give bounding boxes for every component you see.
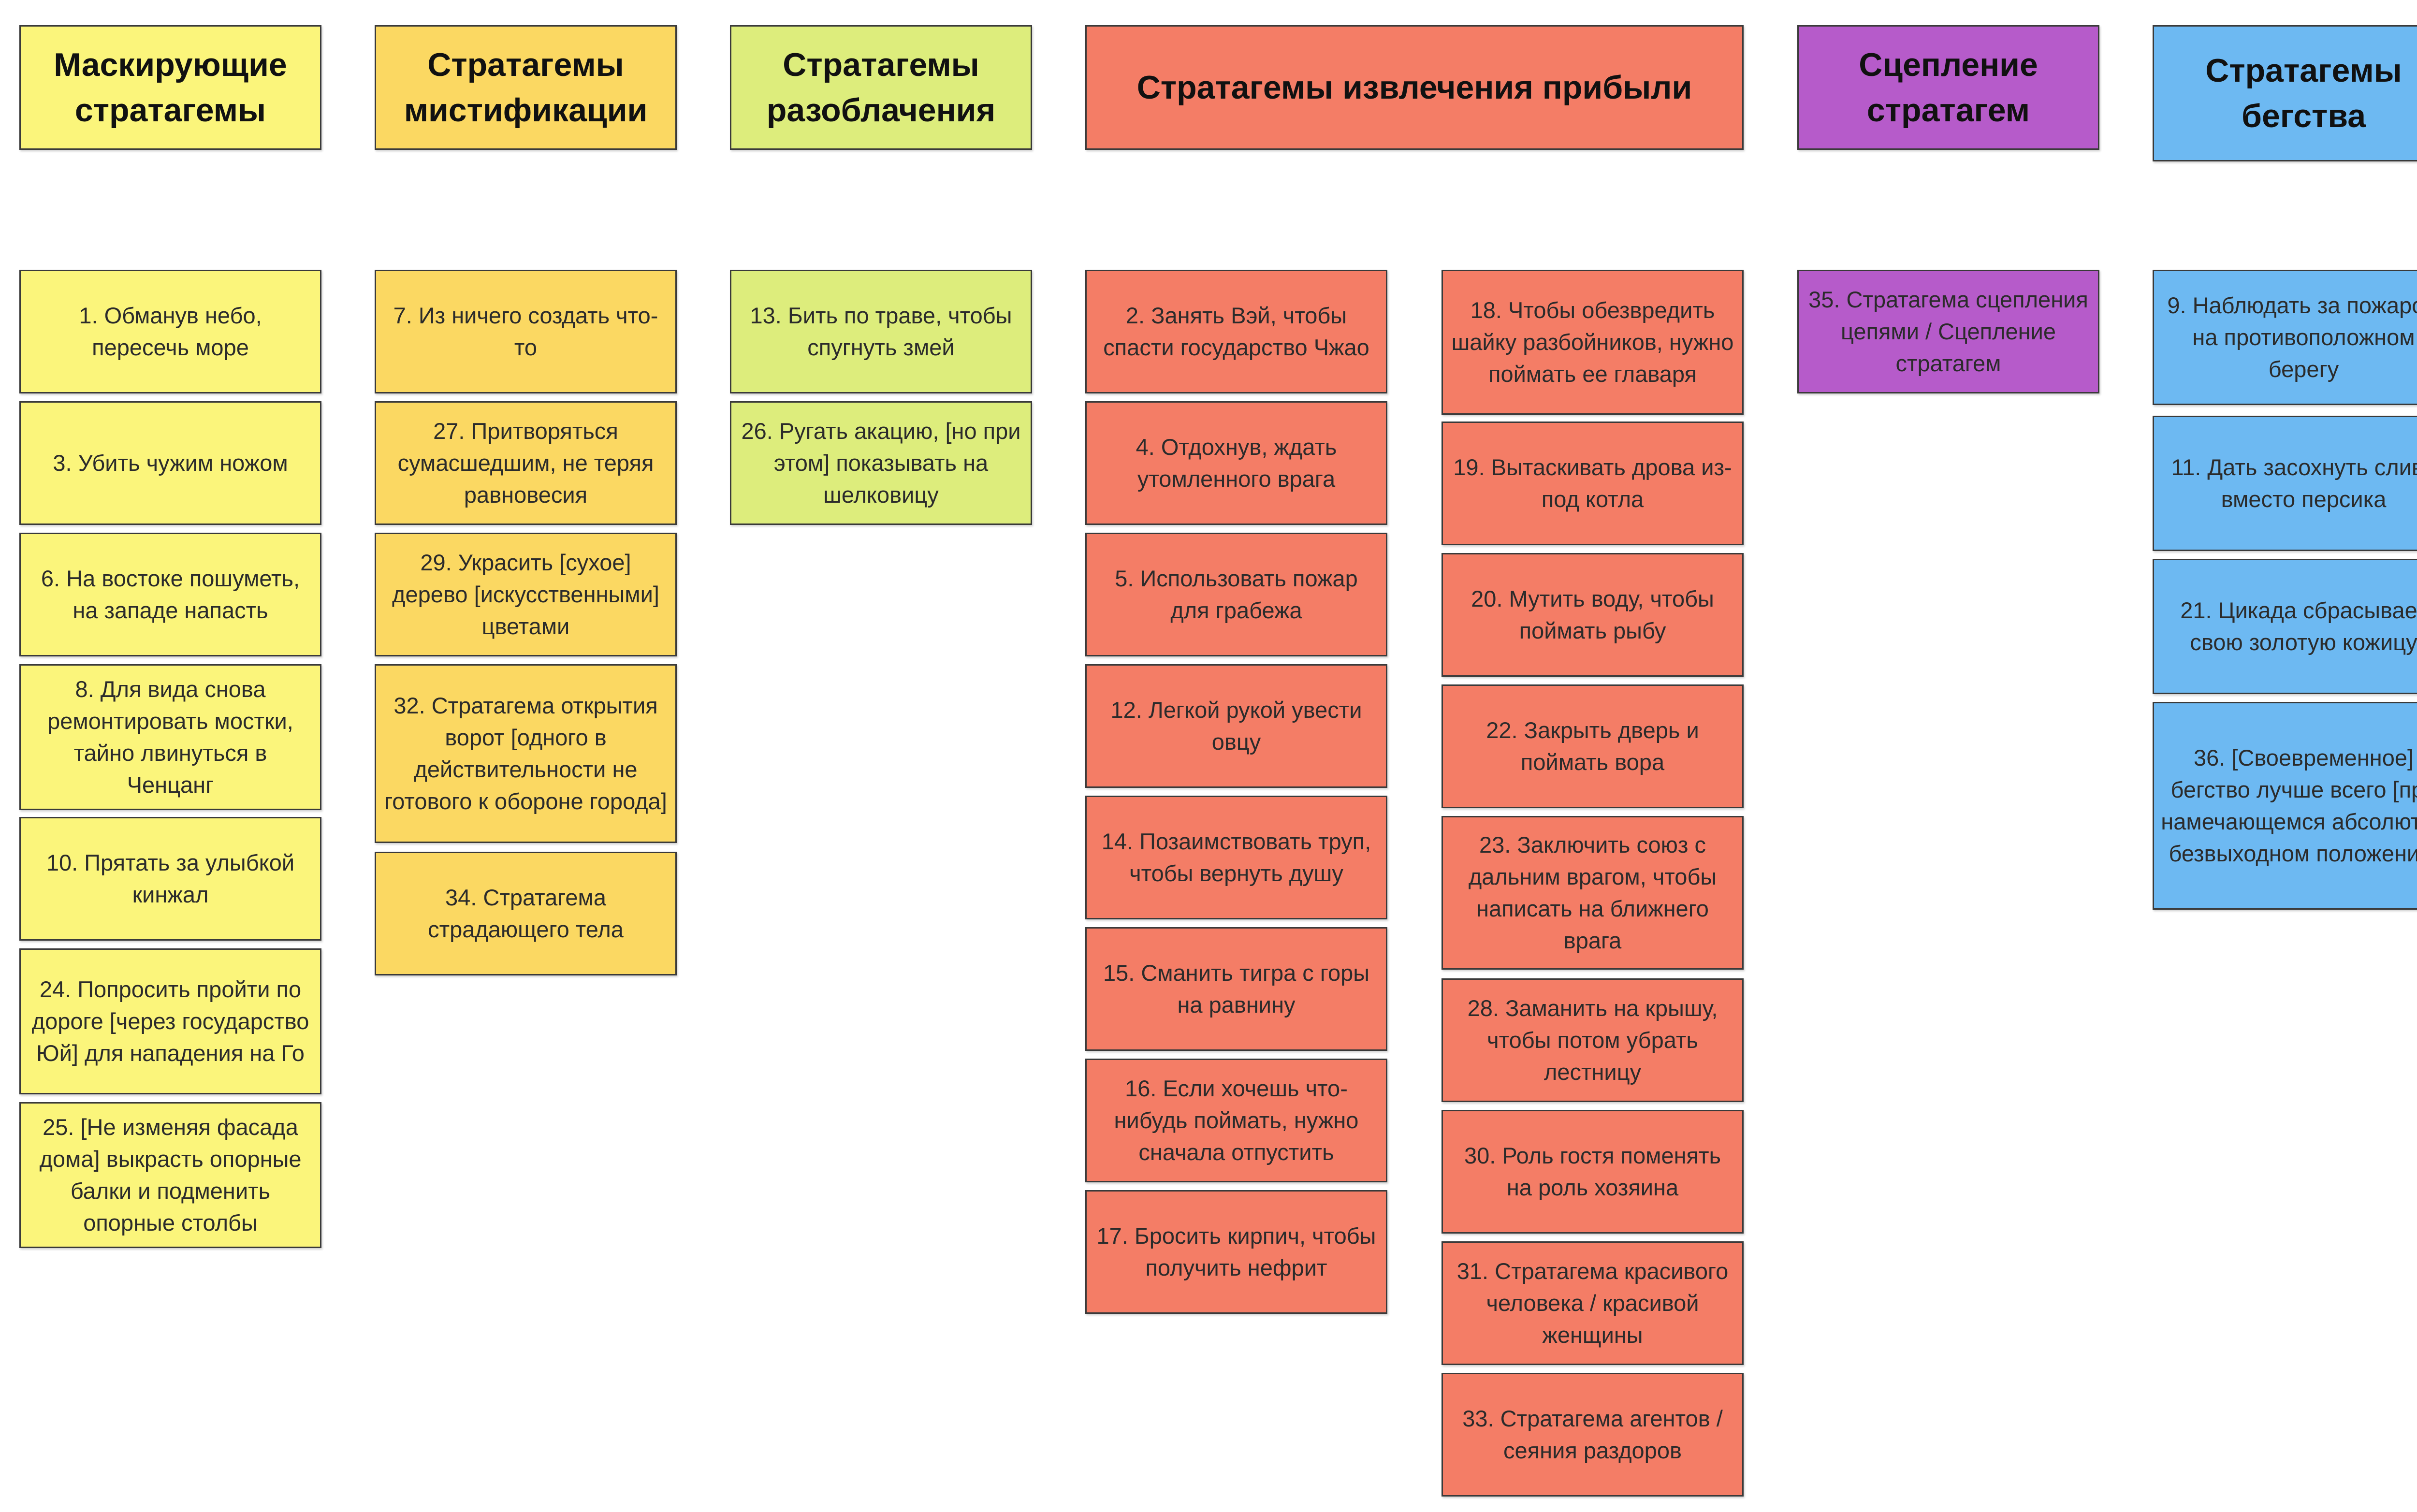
- sticky-note[interactable]: 28. Заманить на крышу, чтобы потом убрат…: [1441, 978, 1744, 1102]
- header-label: Сцепление стратагем: [1859, 46, 2038, 129]
- note-text: 16. Если хочешь что-нибудь поймать, нужн…: [1114, 1076, 1359, 1165]
- note-text: 3. Убить чужим ножом: [53, 450, 288, 476]
- sticky-note[interactable]: 30. Роль гостя поменять на роль хозяина: [1441, 1110, 1744, 1234]
- note-text: 21. Цикада сбрасывает свою золотую кожиц…: [2180, 597, 2417, 655]
- sticky-note[interactable]: 1. Обманув небо, пересечь море: [19, 270, 321, 393]
- header-label: Стратагемы мистификации: [404, 46, 648, 129]
- sticky-note[interactable]: 7. Из ничего создать что-то: [375, 270, 677, 393]
- note-text: 29. Украсить [сухое] дерево [искусственн…: [392, 550, 659, 639]
- note-text: 25. [Не изменяя фасада дома] выкрасть оп…: [39, 1114, 302, 1236]
- sticky-note[interactable]: 13. Бить по траве, чтобы спугнуть змей: [730, 270, 1032, 393]
- sticky-note[interactable]: 4. Отдохнув, ждать утомленного врага: [1085, 401, 1387, 525]
- note-text: 34. Стратагема страдающего тела: [428, 885, 624, 942]
- note-text: 12. Легкой рукой увести овцу: [1110, 697, 1362, 755]
- sticky-note[interactable]: 22. Закрыть дверь и поймать вора: [1441, 684, 1744, 808]
- sticky-note[interactable]: 29. Украсить [сухое] дерево [искусственн…: [375, 533, 677, 656]
- sticky-note[interactable]: 26. Ругать акацию, [но при этом] показыв…: [730, 401, 1032, 525]
- header-masking[interactable]: Маскирующие стратагемы: [19, 25, 321, 150]
- note-text: 9. Наблюдать за пожаром на противоположн…: [2167, 292, 2417, 382]
- sticky-note[interactable]: 3. Убить чужим ножом: [19, 401, 321, 525]
- sticky-note[interactable]: 35. Стратагема сцепления цепями / Сцепле…: [1797, 270, 2099, 393]
- note-text: 6. На востоке пошуметь, на западе напаст…: [41, 566, 300, 623]
- sticky-note[interactable]: 14. Позаимствовать труп, чтобы вернуть д…: [1085, 796, 1387, 919]
- note-text: 2. Занять Вэй, чтобы спасти государство …: [1103, 303, 1369, 360]
- note-text: 17. Бросить кирпич, чтобы получить нефри…: [1096, 1223, 1376, 1280]
- note-text: 32. Стратагема открытия ворот [одного в …: [384, 693, 667, 814]
- sticky-note[interactable]: 27. Притворяться сумасшедшим, не теряя р…: [375, 401, 677, 525]
- sticky-note[interactable]: 33. Стратагема агентов / сеяния раздоров: [1441, 1373, 1744, 1497]
- header-profit[interactable]: Стратагемы извлечения прибыли: [1085, 25, 1744, 150]
- header-label: Стратагемы извлечения прибыли: [1136, 69, 1692, 106]
- sticky-note[interactable]: 17. Бросить кирпич, чтобы получить нефри…: [1085, 1190, 1387, 1314]
- note-text: 7. Из ничего создать что-то: [393, 303, 658, 360]
- sticky-note[interactable]: 32. Стратагема открытия ворот [одного в …: [375, 664, 677, 843]
- note-text: 35. Стратагема сцепления цепями / Сцепле…: [1808, 287, 2088, 376]
- sticky-note[interactable]: 34. Стратагема страдающего тела: [375, 852, 677, 975]
- note-text: 33. Стратагема агентов / сеяния раздоров: [1462, 1406, 1723, 1463]
- note-text: 26. Ругать акацию, [но при этом] показыв…: [741, 418, 1021, 508]
- note-text: 4. Отдохнув, ждать утомленного врага: [1136, 434, 1337, 492]
- header-escape[interactable]: Стратагемы бегства: [2153, 25, 2417, 161]
- note-text: 24. Попросить пройти по дороге [через го…: [31, 976, 309, 1066]
- sticky-note[interactable]: 8. Для вида снова ремонтировать мостки, …: [19, 664, 321, 810]
- note-text: 22. Закрыть дверь и поймать вора: [1486, 717, 1699, 775]
- header-mystification[interactable]: Стратагемы мистификации: [375, 25, 677, 150]
- note-text: 15. Сманить тигра с горы на равнину: [1103, 960, 1370, 1018]
- sticky-note[interactable]: 12. Легкой рукой увести овцу: [1085, 664, 1387, 788]
- note-text: 36. [Своевременное] бегство лучше всего …: [2161, 745, 2417, 866]
- note-text: 18. Чтобы обезвредить шайку разбойников,…: [1451, 297, 1734, 387]
- note-text: 13. Бить по траве, чтобы спугнуть змей: [750, 303, 1012, 360]
- header-label: Маскирующие стратагемы: [54, 46, 287, 129]
- note-text: 10. Прятать за улыбкой кинжал: [46, 850, 295, 907]
- note-text: 28. Заманить на крышу, чтобы потом убрат…: [1467, 995, 1718, 1085]
- sticky-note[interactable]: 5. Использовать пожар для грабежа: [1085, 533, 1387, 656]
- sticky-note[interactable]: 36. [Своевременное] бегство лучше всего …: [2153, 702, 2417, 910]
- note-text: 11. Дать засохнуть сливе вместо персика: [2171, 454, 2417, 512]
- sticky-note[interactable]: 10. Прятать за улыбкой кинжал: [19, 817, 321, 941]
- sticky-note[interactable]: 19. Вытаскивать дрова из-под котла: [1441, 422, 1744, 545]
- note-text: 1. Обманув небо, пересечь море: [79, 303, 262, 360]
- sticky-note[interactable]: 20. Мутить воду, чтобы поймать рыбу: [1441, 553, 1744, 677]
- note-text: 30. Роль гостя поменять на роль хозяина: [1464, 1143, 1721, 1200]
- sticky-note[interactable]: 9. Наблюдать за пожаром на противоположн…: [2153, 270, 2417, 405]
- header-linking[interactable]: Сцепление стратагем: [1797, 25, 2099, 150]
- sticky-note[interactable]: 18. Чтобы обезвредить шайку разбойников,…: [1441, 270, 1744, 415]
- header-label: Стратагемы бегства: [2205, 52, 2402, 134]
- note-text: 8. Для вида снова ремонтировать мостки, …: [47, 676, 293, 798]
- sticky-note[interactable]: 31. Стратагема красивого человека / крас…: [1441, 1241, 1744, 1365]
- note-text: 14. Позаимствовать труп, чтобы вернуть д…: [1101, 829, 1371, 886]
- note-text: 5. Использовать пожар для грабежа: [1115, 566, 1358, 623]
- sticky-note[interactable]: 15. Сманить тигра с горы на равнину: [1085, 927, 1387, 1051]
- note-text: 31. Стратагема красивого человека / крас…: [1456, 1258, 1729, 1348]
- sticky-note[interactable]: 24. Попросить пройти по дороге [через го…: [19, 948, 321, 1094]
- note-text: 27. Притворяться сумасшедшим, не теряя р…: [397, 418, 654, 508]
- sticky-note[interactable]: 2. Занять Вэй, чтобы спасти государство …: [1085, 270, 1387, 393]
- header-exposure[interactable]: Стратагемы разоблачения: [730, 25, 1032, 150]
- sticky-note[interactable]: 21. Цикада сбрасывает свою золотую кожиц…: [2153, 559, 2417, 694]
- sticky-note[interactable]: 25. [Не изменяя фасада дома] выкрасть оп…: [19, 1102, 321, 1248]
- note-text: 23. Заключить союз с дальним врагом, что…: [1468, 832, 1717, 953]
- sticky-note[interactable]: 6. На востоке пошуметь, на западе напаст…: [19, 533, 321, 656]
- sticky-note[interactable]: 11. Дать засохнуть сливе вместо персика: [2153, 416, 2417, 551]
- header-label: Стратагемы разоблачения: [766, 46, 996, 129]
- note-text: 19. Вытаскивать дрова из-под котла: [1453, 454, 1732, 512]
- note-text: 20. Мутить воду, чтобы поймать рыбу: [1471, 586, 1714, 643]
- sticky-note[interactable]: 16. Если хочешь что-нибудь поймать, нужн…: [1085, 1059, 1387, 1182]
- sticky-note[interactable]: 23. Заключить союз с дальним врагом, что…: [1441, 816, 1744, 970]
